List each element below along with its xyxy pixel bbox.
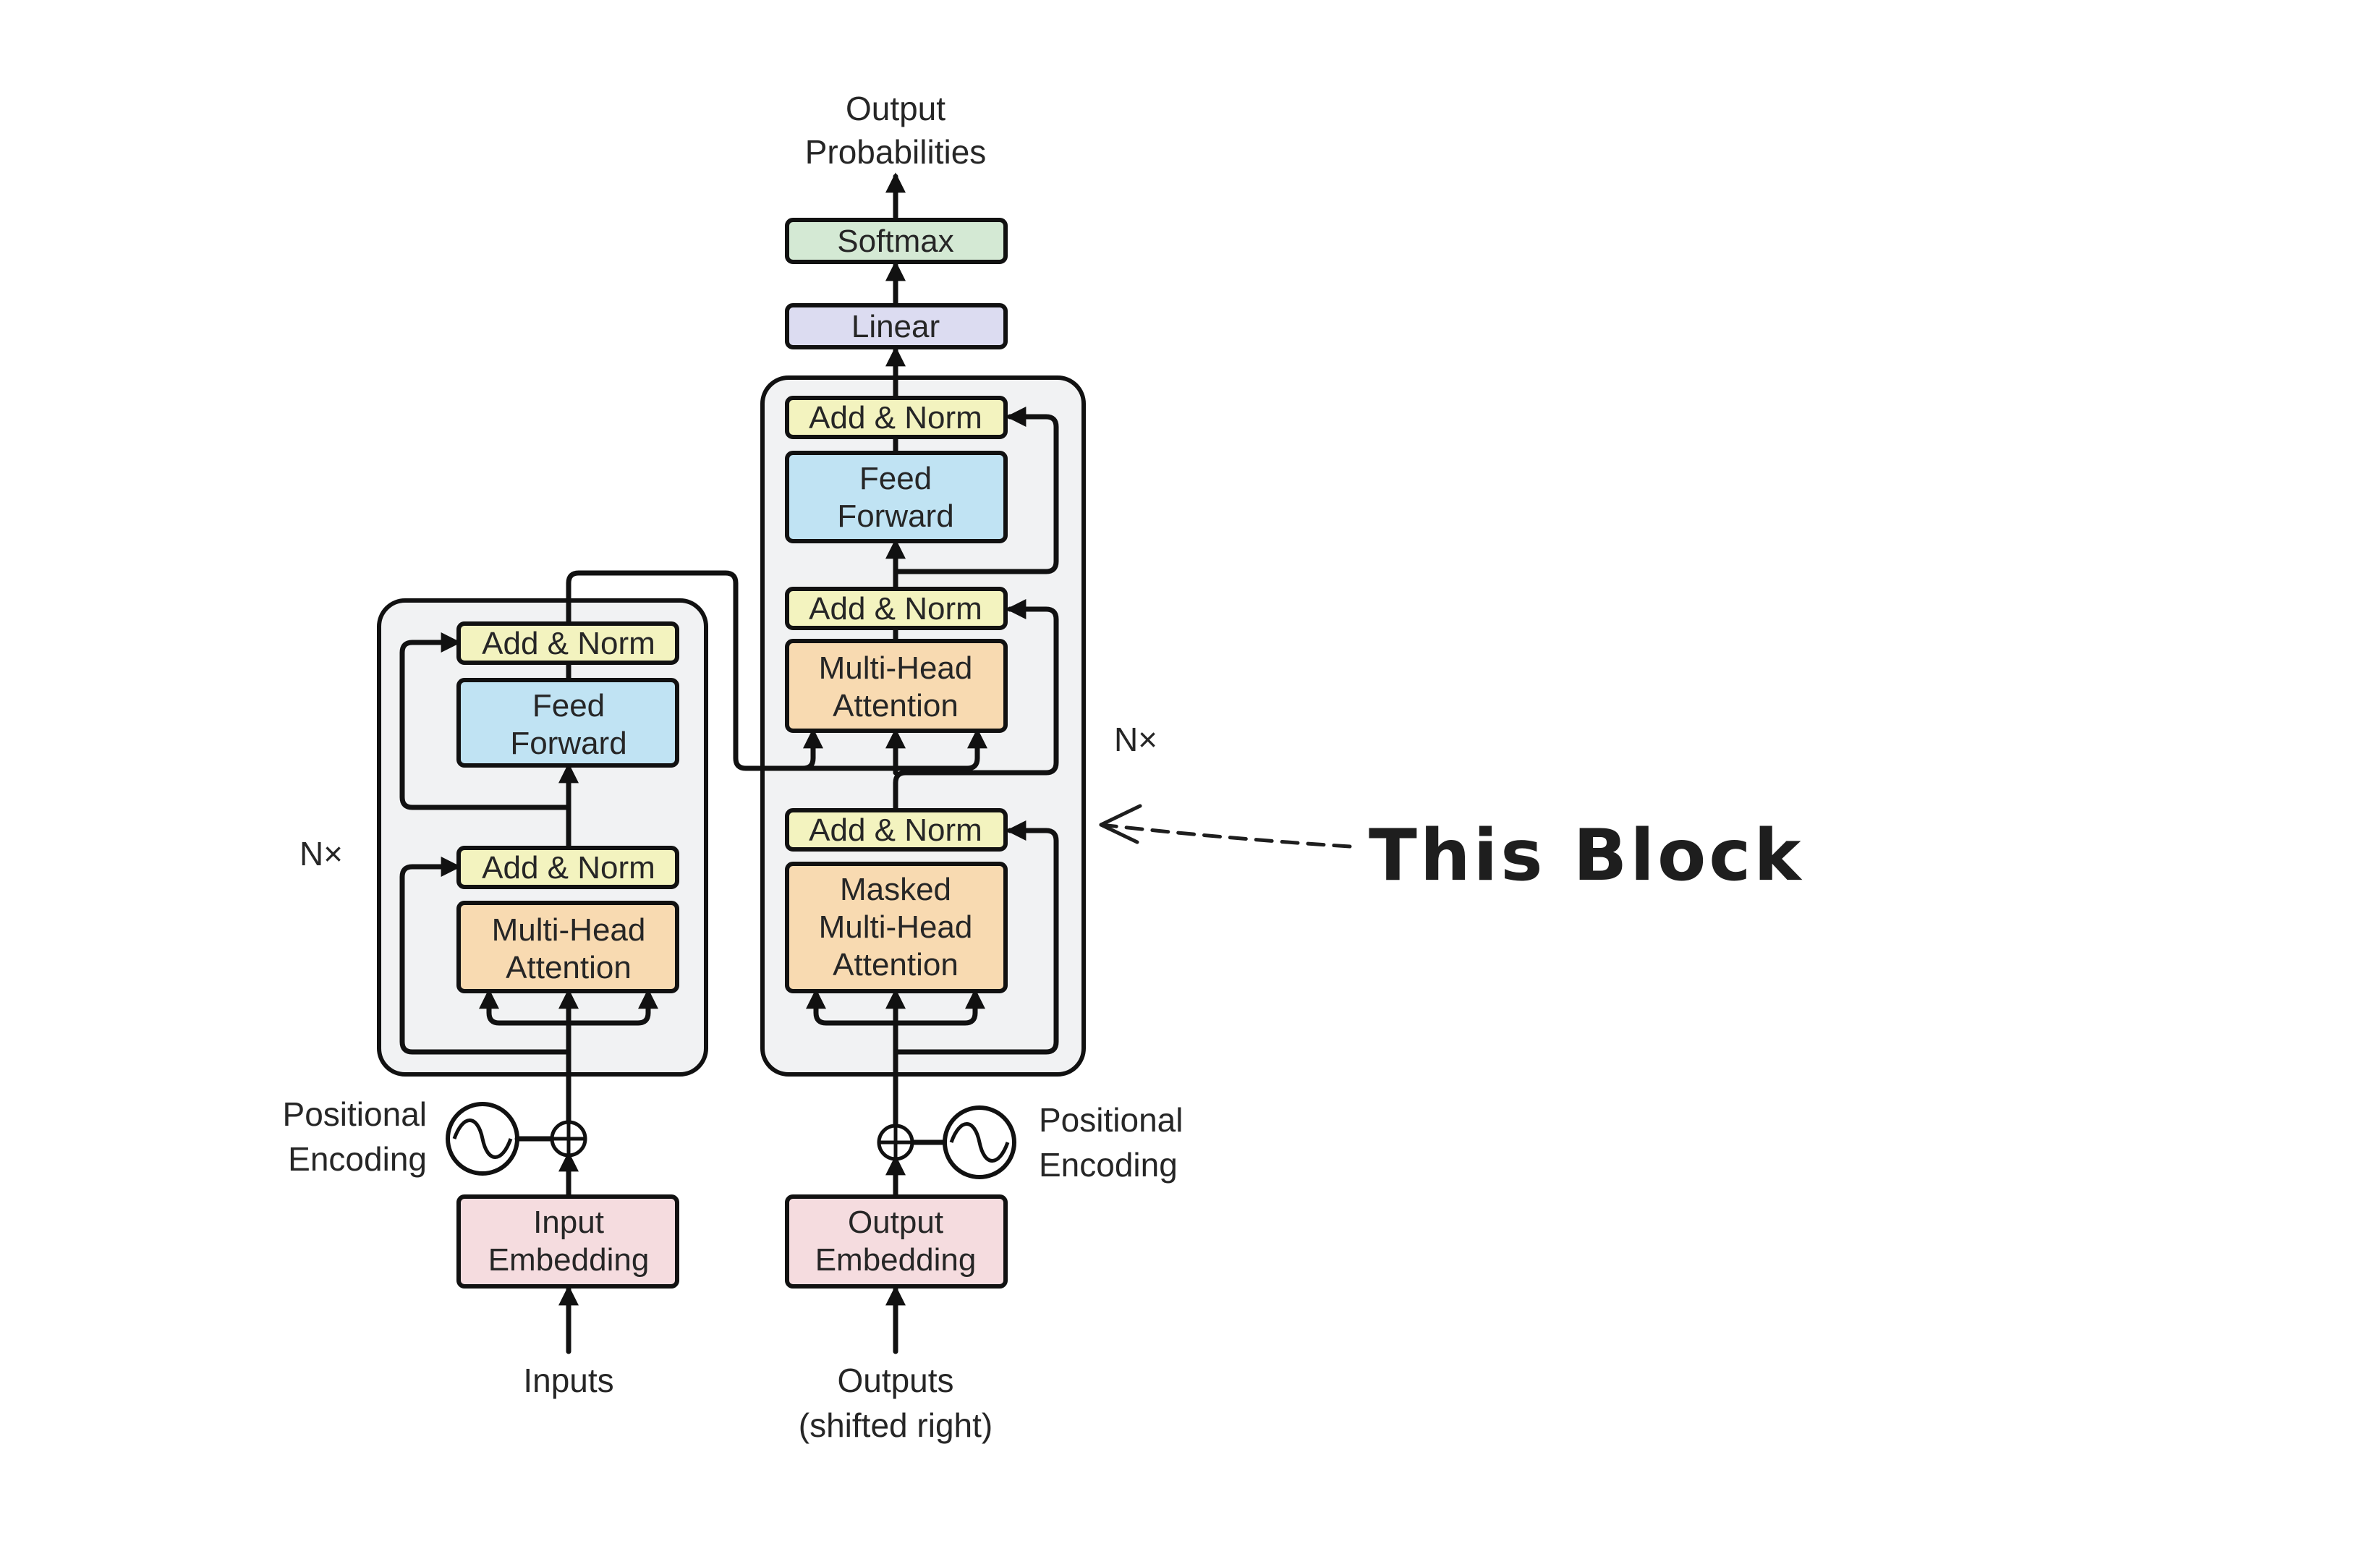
encoder-emb-label-line2: Embedding: [488, 1242, 650, 1278]
softmax-label: Softmax: [837, 224, 953, 259]
decoder-add-norm-mid: Add & Norm: [785, 587, 1008, 630]
encoder-add-norm-top: Add & Norm: [456, 621, 679, 665]
decoder-add-norm-top: Add & Norm: [785, 396, 1008, 439]
this-block-annotation: This Block: [1099, 804, 1804, 897]
outputs-label-line2: (shifted right): [799, 1406, 993, 1444]
outputs-label-line1: Outputs: [837, 1362, 953, 1399]
inputs-label: Inputs: [523, 1362, 613, 1399]
encoder-feed-forward: Feed Forward: [456, 678, 679, 768]
decoder-feed-forward: Feed Forward: [785, 451, 1008, 543]
encoder-positional-label-line1: Positional: [283, 1095, 427, 1133]
decoder-wires: [806, 172, 1059, 1354]
decoder-add-norm-mid-label: Add & Norm: [809, 591, 982, 627]
linear-label: Linear: [851, 309, 940, 344]
decoder-mha-label-line1: Multi-Head: [819, 650, 973, 686]
encoder-add-norm-bottom-label: Add & Norm: [482, 850, 655, 886]
decoder-positional-encoding: [877, 1105, 1016, 1179]
encoder-wires: [399, 570, 987, 1354]
decoder-masked-multi-head-attention: Masked Multi-Head Attention: [785, 862, 1008, 993]
encoder-repeat-label: N×: [299, 835, 343, 873]
encoder-positional-encoding: [446, 1102, 587, 1176]
decoder-positional-label-line1: Positional: [1039, 1101, 1183, 1139]
decoder-emb-label-line2: Embedding: [815, 1242, 977, 1278]
decoder-masked-label-line1: Masked: [840, 872, 951, 907]
encoder-ff-label-line2: Forward: [510, 726, 626, 761]
encoder-mha-label-line1: Multi-Head: [492, 912, 646, 948]
decoder-emb-label-line1: Output: [848, 1205, 943, 1240]
decoder-output-embedding: Output Embedding: [785, 1194, 1008, 1289]
decoder-ff-label-line1: Feed: [859, 461, 932, 496]
decoder-add-norm-bottom: Add & Norm: [785, 808, 1008, 852]
decoder-repeat-label: N×: [1114, 721, 1157, 758]
this-block-label: This Block: [1369, 815, 1804, 897]
encoder-input-embedding: Input Embedding: [456, 1194, 679, 1289]
decoder-masked-label-line3: Attention: [833, 947, 959, 982]
encoder-add-norm-top-label: Add & Norm: [482, 626, 655, 661]
encoder-add-norm-bottom: Add & Norm: [456, 846, 679, 889]
encoder-mha-label-line2: Attention: [506, 950, 632, 985]
decoder-add-norm-bottom-label: Add & Norm: [809, 812, 982, 848]
softmax-layer: Softmax: [785, 218, 1008, 264]
output-probabilities-line2: Probabilities: [805, 133, 987, 171]
decoder-multi-head-attention: Multi-Head Attention: [785, 639, 1008, 733]
encoder-ff-label-line1: Feed: [532, 688, 605, 723]
decoder-masked-label-line2: Multi-Head: [819, 909, 973, 945]
dashed-arrow: [1099, 823, 1352, 849]
output-probabilities-line1: Output: [846, 90, 945, 127]
encoder-positional-label-line2: Encoding: [288, 1140, 427, 1178]
encoder-emb-label-line1: Input: [533, 1205, 604, 1240]
linear-layer: Linear: [785, 303, 1008, 349]
decoder-positional-label-line2: Encoding: [1039, 1146, 1178, 1184]
decoder-add-norm-top-label: Add & Norm: [809, 400, 982, 436]
encoder-multi-head-attention: Multi-Head Attention: [456, 901, 679, 993]
decoder-mha-label-line2: Attention: [833, 688, 959, 723]
decoder-ff-label-line2: Forward: [837, 498, 953, 534]
encoder-stack-container: [377, 598, 708, 1077]
